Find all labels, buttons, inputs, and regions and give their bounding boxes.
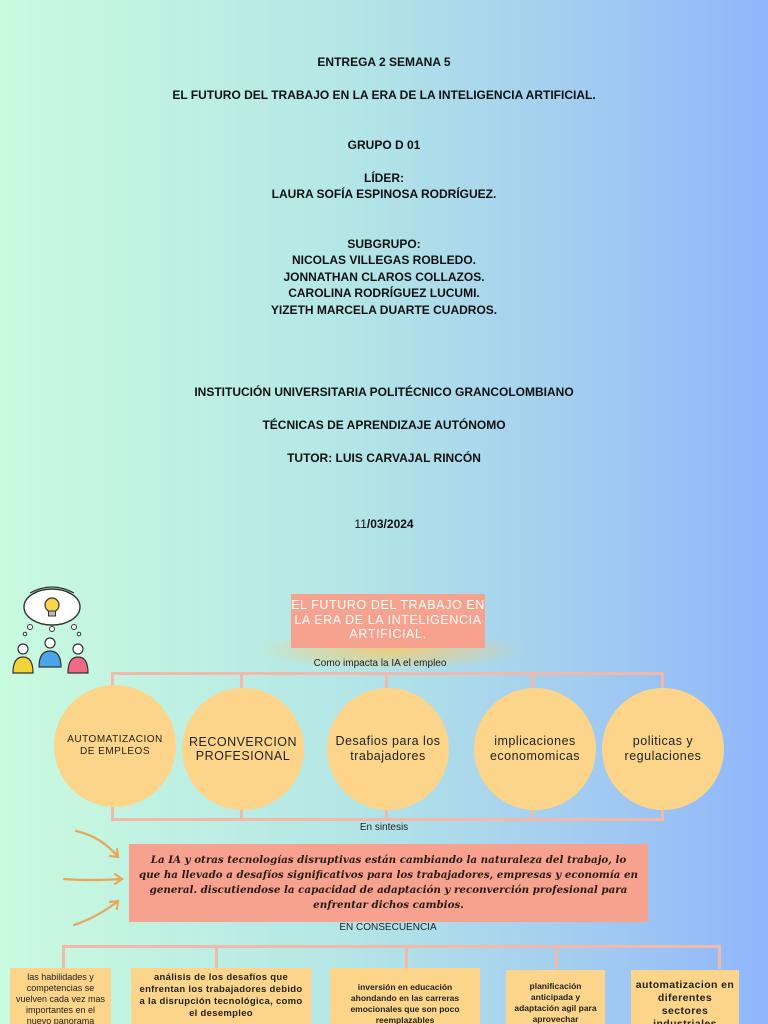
connector-line [718,945,721,969]
connector-line [62,945,65,969]
diagram-subtitle: Como impacta la IA el empleo [313,658,447,669]
connector-line [111,804,114,820]
connector-line [405,945,408,969]
connector-line [555,945,558,969]
group-label: GRUPO D 01 [347,138,421,152]
connector-line [531,672,534,688]
topic-circle-desafios: Desafios para los trabajadores [327,688,449,810]
diagram-title: EL FUTURO DEL TRABAJO EN LA ERA DE LA IN… [291,594,485,648]
summary-box: La IA y otras tecnologías disruptivas es… [129,844,648,922]
leader-label: LÍDER: [364,171,404,185]
consequence-card: inversión en educación ahondando en las … [330,968,480,1024]
topic-circle-automatizacion: AUTOMATIZACION DE EMPLEOS [54,685,176,807]
topic-circle-label: politicas y regulaciones [624,734,702,763]
tutor-name: TUTOR: LUIS CARVAJAL RINCÓN [287,451,481,465]
date: 11/03/2024 [0,516,768,533]
entrega-label: ENTREGA 2 SEMANA 5 [317,55,451,69]
date-month-year: /03/2024 [366,517,414,531]
topic-circle-label: RECONVERCION PROFESIONAL [188,735,298,763]
subgroup-label: SUBGRUPO: [347,237,421,251]
connector-line [385,804,388,820]
connector-line [661,804,664,820]
topic-circle-label: Desafios para los trabajadores [335,734,441,763]
connector-line [661,672,664,688]
consequence-card: automatizacion en diferentes sectores in… [631,970,739,1024]
member-name: JONNATHAN CLAROS COLLAZOS. [283,270,485,284]
date-day: 11 [354,517,367,531]
topic-circle-politicas: politicas y regulaciones [602,688,724,810]
idea-team-icon [12,586,89,674]
connector-line [531,804,534,820]
member-name: CAROLINA RODRÍGUEZ LUCUMI. [288,286,480,300]
connector-line [62,945,721,948]
institution-name: INSTITUCIÓN UNIVERSITARIA POLITÉCNICO GR… [194,385,574,399]
connector-line [111,818,664,821]
topic-circle-label: implicaciones economomicas [489,734,581,763]
topic-circle-implicaciones: implicaciones economomicas [474,688,596,810]
consequence-card: análisis de los desafíos que enfrentan l… [131,968,311,1024]
connector-line [215,945,218,969]
consequence-label: EN CONSECUENCIA [339,922,437,933]
consequence-card: las habilidades y competencias se vuelve… [10,968,111,1024]
connector-line [385,672,388,688]
topic-circle-reconversion: RECONVERCION PROFESIONAL [182,688,304,810]
document-title: EL FUTURO DEL TRABAJO EN LA ERA DE LA IN… [172,88,596,102]
leader-name: LAURA SOFÍA ESPINOSA RODRÍGUEZ. [271,187,497,201]
connector-line [240,672,243,688]
member-name: YIZETH MARCELA DUARTE CUADROS. [270,303,498,317]
arrow-icon [62,829,124,927]
consequence-card: planificación anticipada y adaptación ag… [506,970,605,1024]
course-name: TÉCNICAS DE APRENDIZAJE AUTÓNOMO [262,418,506,432]
connector-line [111,672,114,688]
synthesis-label: En sintesis [359,822,409,833]
topic-circle-label: AUTOMATIZACION DE EMPLEOS [67,734,163,757]
connector-line [240,804,243,820]
member-name: NICOLAS VILLEGAS ROBLEDO. [291,253,476,267]
